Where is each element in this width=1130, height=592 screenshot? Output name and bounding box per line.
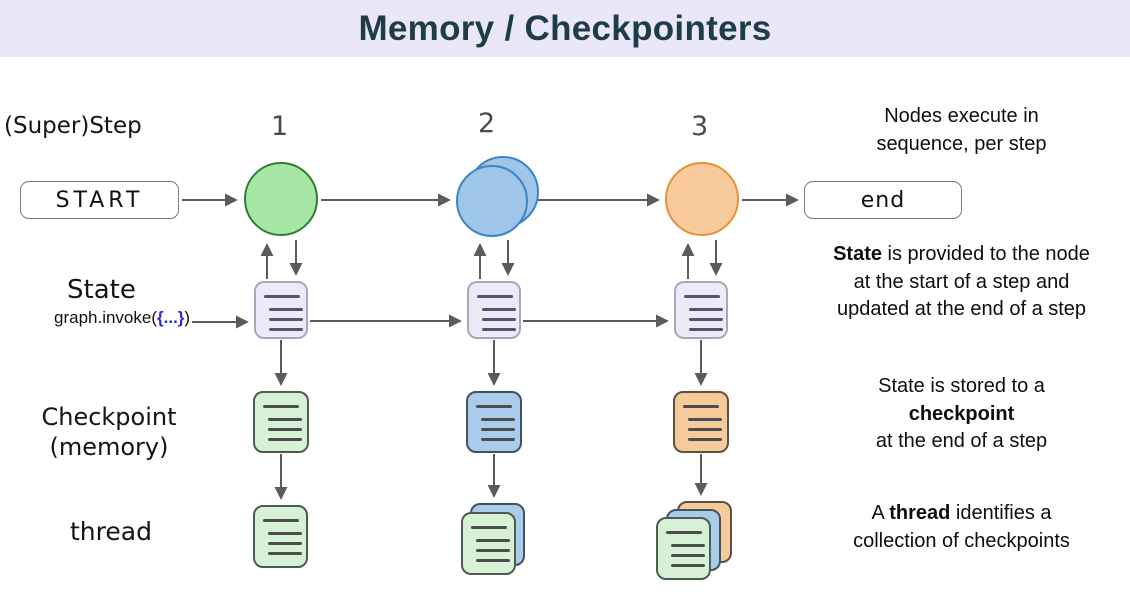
note-sequence: Nodes execute in sequence, per step (793, 103, 1130, 158)
node-circle-step3 (665, 162, 739, 236)
thread-doc-step2-green (461, 512, 516, 575)
note-thread-pre: A (871, 502, 890, 524)
note-checkpoint-line3: at the end of a step (875, 430, 1048, 452)
note-state: State is provided to the node at the sta… (793, 241, 1130, 324)
invoke-braces: {...} (157, 308, 185, 327)
state-doc-step3 (674, 281, 728, 339)
state-doc-step2 (467, 281, 521, 339)
checkpoint-doc-step3 (673, 391, 729, 453)
header-bar: Memory / Checkpointers (0, 0, 1130, 57)
note-sequence-line2: sequence, per step (876, 132, 1047, 155)
label-superstep: (Super)Step (4, 113, 142, 139)
thread-doc-step1 (253, 505, 308, 568)
end-node: end (804, 181, 962, 219)
note-checkpoint: State is stored to a checkpoint at the e… (793, 373, 1130, 456)
note-thread: A thread identifies a collection of chec… (793, 500, 1130, 555)
label-graph-invoke: graph.invoke({...}) (54, 308, 190, 328)
checkpoint-doc-step1 (253, 391, 309, 453)
note-checkpoint-line1: State is stored to a (878, 375, 1045, 397)
label-checkpoint-line1: Checkpoint (41, 403, 177, 431)
step-number-2: 2 (478, 108, 496, 139)
node-circle-step2-front (456, 165, 528, 237)
note-state-rest: is provided to the node (881, 243, 1090, 265)
note-checkpoint-bold: checkpoint (908, 402, 1015, 425)
note-state-line2: at the start of a step and (853, 270, 1070, 293)
state-doc-step1 (254, 281, 308, 339)
node-circle-step1 (244, 162, 318, 236)
invoke-post: ) (184, 308, 191, 327)
page-title: Memory / Checkpointers (358, 8, 772, 48)
invoke-pre: graph.invoke( (54, 308, 158, 327)
checkpoint-doc-step2 (466, 391, 522, 453)
label-thread: thread (70, 517, 152, 546)
note-thread-line2: collection of checkpoints (853, 529, 1070, 552)
note-sequence-line1: Nodes execute in (884, 105, 1039, 127)
thread-doc-step3-green (656, 517, 711, 580)
note-thread-line1: A thread identifies a (793, 500, 1130, 528)
label-state: State (67, 275, 136, 305)
label-checkpoint-line2: (memory) (49, 433, 169, 461)
step-number-1: 1 (271, 111, 289, 142)
note-state-line3: updated at the end of a step (836, 298, 1087, 320)
start-node: START (20, 181, 179, 219)
note-thread-bold: thread (889, 502, 951, 524)
label-checkpoint-memory: Checkpoint (memory) (40, 402, 178, 462)
step-number-3: 3 (691, 111, 709, 142)
note-state-line1: State is provided to the node (793, 241, 1130, 269)
note-state-bold: State (833, 243, 882, 265)
note-thread-rest: identifies a (950, 502, 1052, 524)
note-checkpoint-line2: checkpoint (793, 401, 1130, 429)
